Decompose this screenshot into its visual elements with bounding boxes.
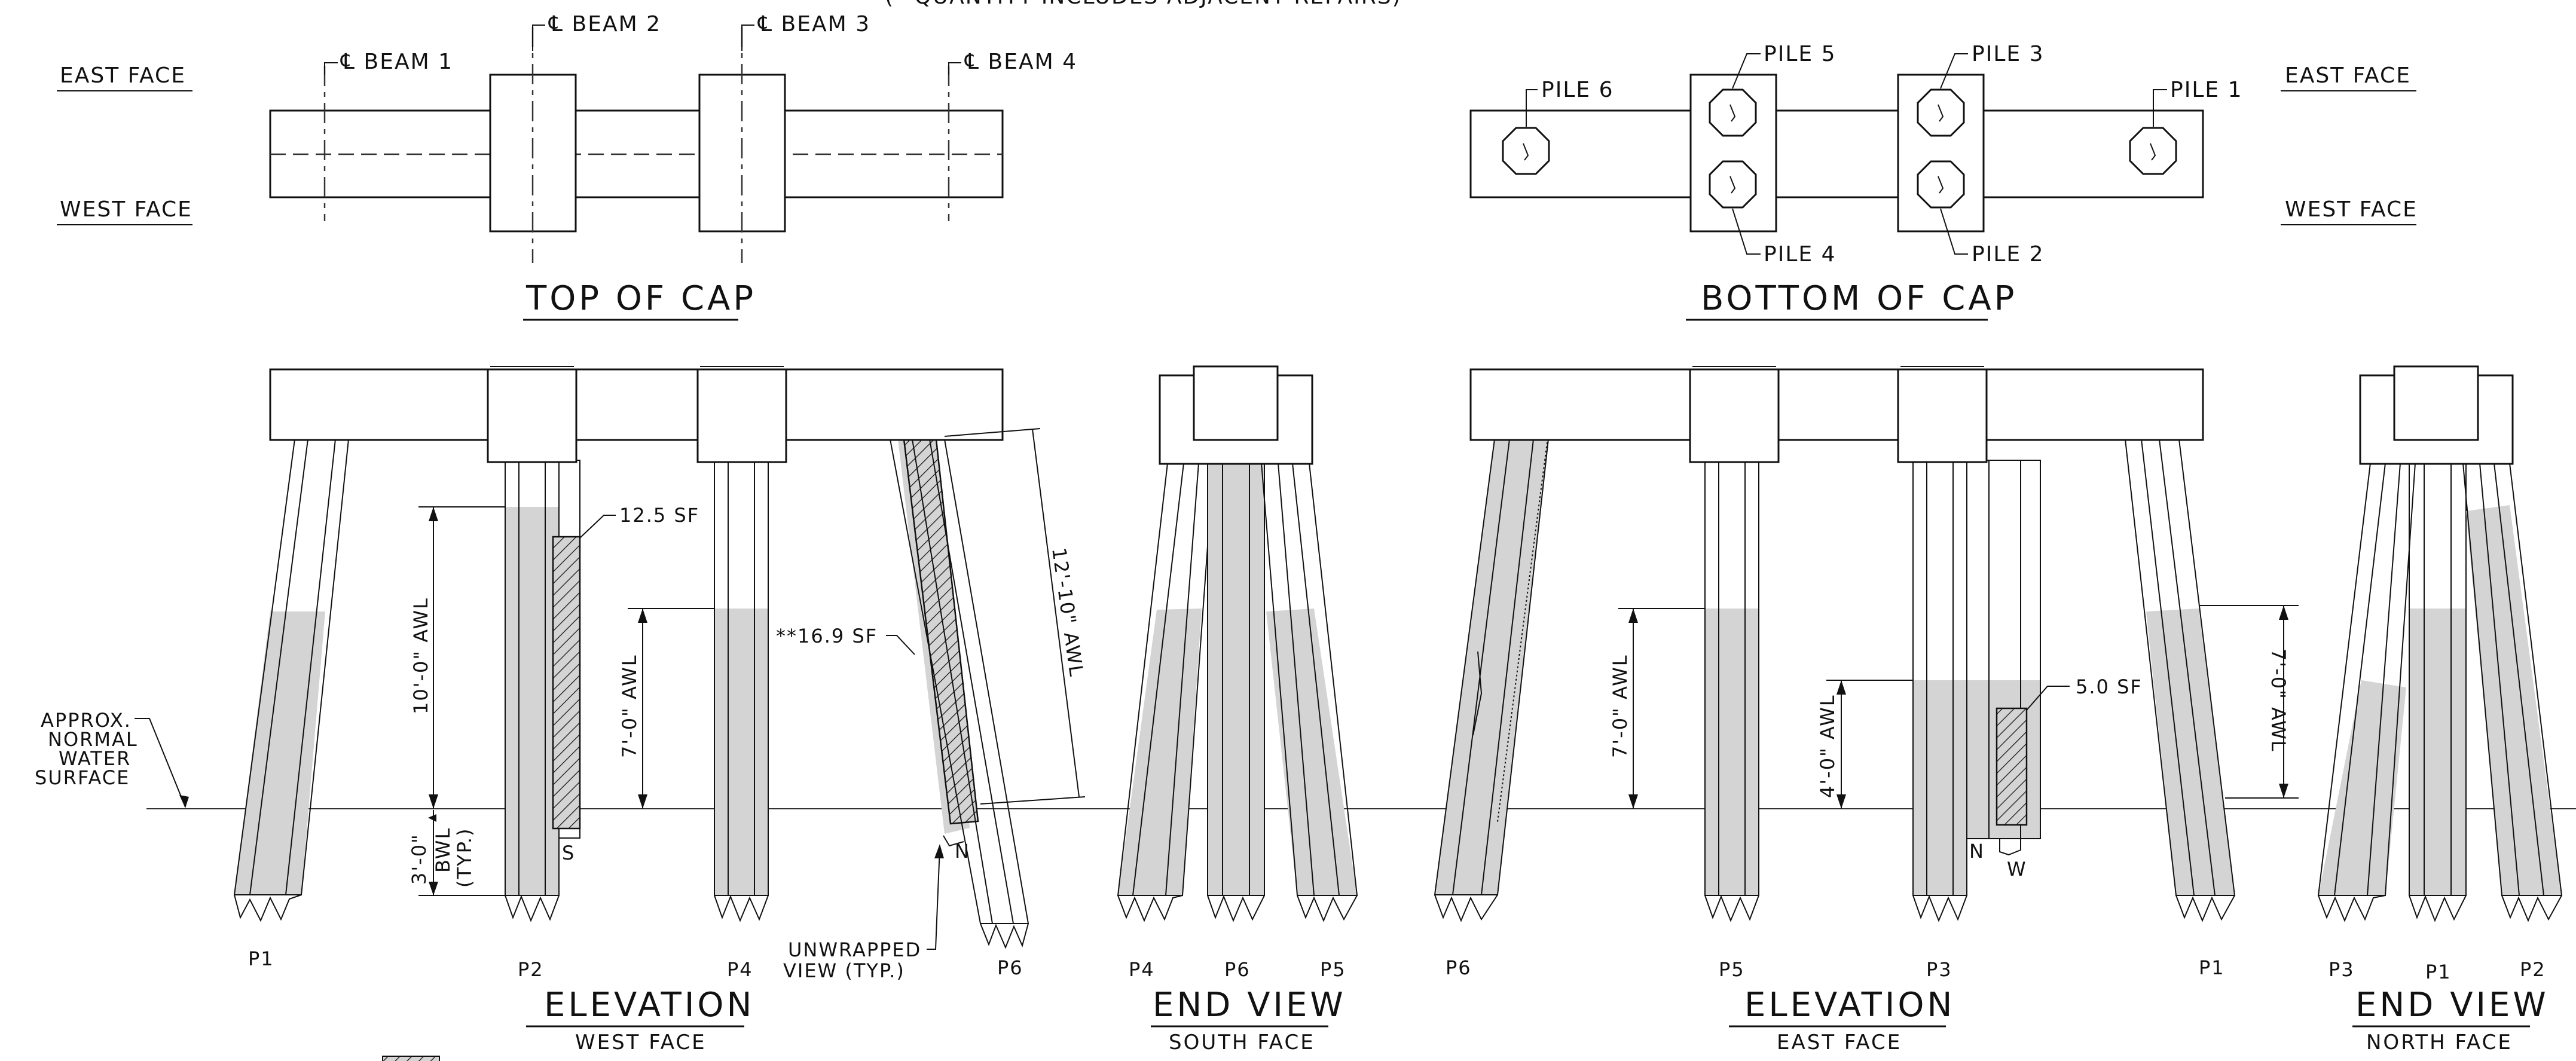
water-surface-label: APPROX. NORMAL WATER SURFACE: [35, 709, 189, 808]
dim-7ft-awl-west: 7'-0" AWL: [618, 654, 641, 758]
west-pile-p1: P1: [248, 947, 274, 970]
end-view-north-subtitle: NORTH FACE: [2366, 1031, 2513, 1054]
bottom-of-cap-title: BOTTOM OF CAP: [1701, 279, 2017, 318]
pile-5-label: PILE 5: [1764, 42, 1836, 66]
svg-text:WATER: WATER: [59, 747, 131, 770]
east-face-label-left: EAST FACE: [60, 63, 186, 88]
west-face-label-right: WEST FACE: [2285, 197, 2418, 222]
dim-7ft-awl-east-p5: 7'-0" AWL: [1609, 654, 1631, 758]
unwrapped-note-line2: VIEW (TYP.): [783, 959, 905, 982]
pile-4-label: PILE 4: [1764, 242, 1836, 267]
end-view-south-title: END VIEW: [1153, 986, 1346, 1025]
elevation-east-subtitle: EAST FACE: [1777, 1031, 1902, 1054]
pile-6-label: PILE 6: [1541, 78, 1614, 102]
north-pile-p2: P2: [2520, 958, 2546, 981]
repair-5-0-sf: 5.0 SF: [2076, 675, 2143, 698]
face-mark-w: W: [2007, 858, 2027, 880]
beam-1-label: ℄ BEAM 1: [340, 50, 453, 74]
svg-text:SURFACE: SURFACE: [35, 766, 130, 789]
west-pile-p2: P2: [518, 958, 544, 981]
pile-2-label: PILE 2: [1972, 242, 2044, 267]
svg-text:APPROX.: APPROX.: [41, 709, 132, 732]
pile-3-label: PILE 3: [1972, 42, 2044, 66]
top-of-cap-title: TOP OF CAP: [525, 279, 756, 318]
east-pile-p5: P5: [1719, 958, 1745, 981]
west-pile-p6: P6: [997, 956, 1023, 979]
dim-bwl: BWL: [432, 827, 454, 873]
elevation-east-view: 7'-0" AWL 4'-0" AWL 7'-0" AWL 5.0 SF N W…: [1434, 366, 2299, 1054]
south-pile-p6: P6: [1224, 958, 1251, 981]
unwrapped-note-line1: UNWRAPPED: [788, 938, 921, 961]
elevation-east-title: ELEVATION: [1744, 986, 1955, 1025]
repair-area-p3: [1996, 707, 2028, 826]
beam-4-label: ℄ BEAM 4: [964, 50, 1077, 74]
elevation-west-title: ELEVATION: [544, 986, 754, 1025]
south-pile-p4: P4: [1129, 958, 1155, 981]
bottom-of-cap-view: PILE 6 PILE 5 PILE 4 PILE 3 PILE 2 PILE …: [1469, 42, 2418, 321]
face-mark-n-west: N: [955, 840, 970, 863]
elevation-west-view: 10'-0" AWL 3'-0" BWL (TYP.) 7'-0" AWL 12…: [233, 366, 1088, 1054]
beam-2-label: ℄ BEAM 2: [548, 12, 661, 36]
dim-3ft: 3'-0": [408, 833, 430, 885]
quantity-note: (* QUANTITY INCLUDES ADJACENT REPAIRS): [885, 0, 1402, 9]
svg-text:NORMAL: NORMAL: [48, 728, 138, 751]
west-pile-p4: P4: [727, 958, 753, 981]
legend-swatch: [382, 1056, 440, 1061]
south-pile-p5: P5: [1320, 958, 1346, 981]
east-pile-p6: P6: [1446, 956, 1472, 979]
east-pile-p3: P3: [1926, 958, 1952, 981]
beam-3-label: ℄ BEAM 3: [757, 12, 870, 36]
dim-typ: (TYP.): [453, 827, 476, 888]
face-mark-n-east: N: [1969, 840, 1985, 863]
pile-1-label: PILE 1: [2170, 78, 2242, 102]
face-mark-s: S: [562, 842, 575, 864]
elevation-west-subtitle: WEST FACE: [575, 1031, 707, 1054]
north-pile-p3: P3: [2329, 958, 2355, 981]
dim-7ft-awl-east-p1: 7'-0" AWL: [2267, 649, 2290, 753]
end-view-south: P4 P6 P5 END VIEW SOUTH FACE: [1117, 365, 1358, 1054]
dim-4ft-awl: 4'-0" AWL: [1816, 694, 1839, 798]
top-of-cap-view: ℄ BEAM 1 ℄ BEAM 2 ℄ BEAM 3 ℄ BEAM 4 EAST…: [57, 12, 1077, 321]
end-view-north: P3 P1 P2 END VIEW NORTH FACE: [2317, 365, 2563, 1054]
west-face-label-left: WEST FACE: [60, 197, 192, 222]
end-view-south-subtitle: SOUTH FACE: [1169, 1031, 1315, 1054]
repair-16-9-sf: **16.9 SF: [776, 625, 878, 647]
east-pile-p1: P1: [2199, 956, 2225, 979]
repair-area-p2: [552, 536, 581, 830]
end-view-north-title: END VIEW: [2355, 986, 2549, 1025]
repair-12-5-sf: 12.5 SF: [619, 504, 699, 527]
dim-10ft-awl: 10'-0" AWL: [410, 597, 432, 714]
dim-12ft-10in-awl: 12'-10" AWL: [1047, 546, 1088, 678]
east-face-label-right: EAST FACE: [2285, 63, 2411, 88]
north-pile-p1: P1: [2425, 961, 2452, 983]
